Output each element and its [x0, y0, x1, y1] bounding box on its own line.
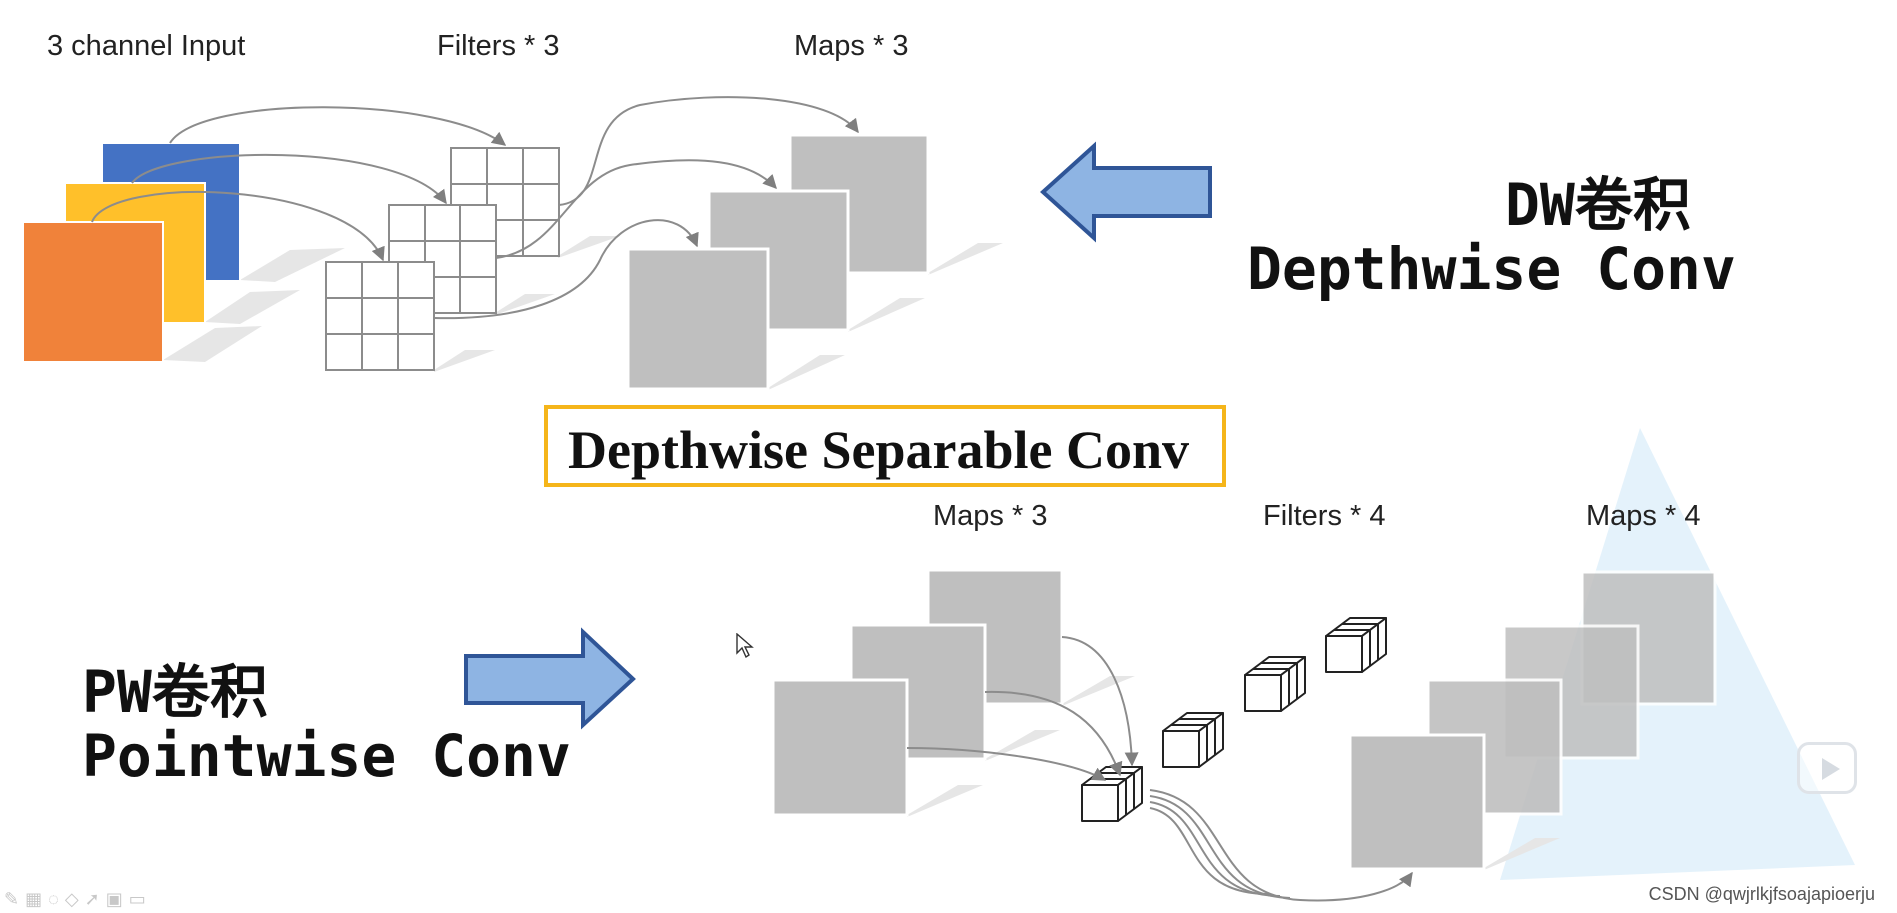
cube-filter-4: [1081, 766, 1143, 822]
maps-label: Maps * 3: [794, 30, 909, 62]
pointer-icon[interactable]: ➚: [84, 889, 106, 909]
bottom-maps-out: [1348, 570, 1717, 871]
cube-filter-2: [1244, 656, 1306, 712]
watermark: CSDN @qwjrlkjfsoajapioerju: [1648, 884, 1875, 904]
play-icon[interactable]: [1797, 742, 1857, 794]
pw-cn-label: PW卷积: [82, 658, 268, 726]
grid-icon[interactable]: ▦: [25, 889, 49, 909]
filters-3x3: [325, 147, 620, 372]
input-channels: [22, 142, 345, 363]
top-maps: [626, 133, 1003, 391]
cube-filter-1: [1325, 617, 1387, 673]
screen-icon[interactable]: ▭: [128, 889, 152, 909]
filter-grid-3: [325, 261, 435, 371]
pw-en-label: Pointwise Conv: [82, 722, 571, 790]
dw-arrow: [1040, 141, 1212, 243]
map-out-4: [1348, 733, 1486, 871]
filters-label: Filters * 3: [437, 30, 560, 62]
pointwise-filters: [1081, 617, 1387, 822]
maps-out-label: Maps * 4: [1586, 500, 1701, 532]
dw-en-label: Depthwise Conv: [1247, 235, 1736, 303]
title-box: Depthwise Separable Conv: [544, 405, 1226, 487]
camera-icon[interactable]: ▣: [105, 889, 129, 909]
top-connectors: [91, 96, 859, 320]
filters4-label: Filters * 4: [1263, 500, 1386, 532]
channel-orange: [22, 221, 164, 363]
presentation-toolbar: ✎▦◌◇➚▣▭: [4, 889, 152, 910]
cube-filter-3: [1162, 712, 1224, 768]
pw-arrow: [464, 627, 636, 730]
lasso-icon[interactable]: ◌: [48, 889, 65, 909]
map-top-3: [626, 247, 770, 391]
map-in-3: [771, 678, 909, 817]
bottom-maps-in: [771, 568, 1135, 817]
maps-in-label: Maps * 3: [933, 500, 1048, 532]
page-title: Depthwise Separable Conv: [568, 420, 1190, 480]
mouse-cursor-icon: [736, 633, 754, 659]
input-label: 3 channel Input: [47, 30, 246, 62]
bottom-connectors: [906, 636, 1413, 902]
dw-cn-label: DW卷积: [1505, 171, 1691, 239]
pen-icon[interactable]: ✎: [4, 889, 26, 909]
eraser-icon[interactable]: ◇: [64, 889, 85, 909]
